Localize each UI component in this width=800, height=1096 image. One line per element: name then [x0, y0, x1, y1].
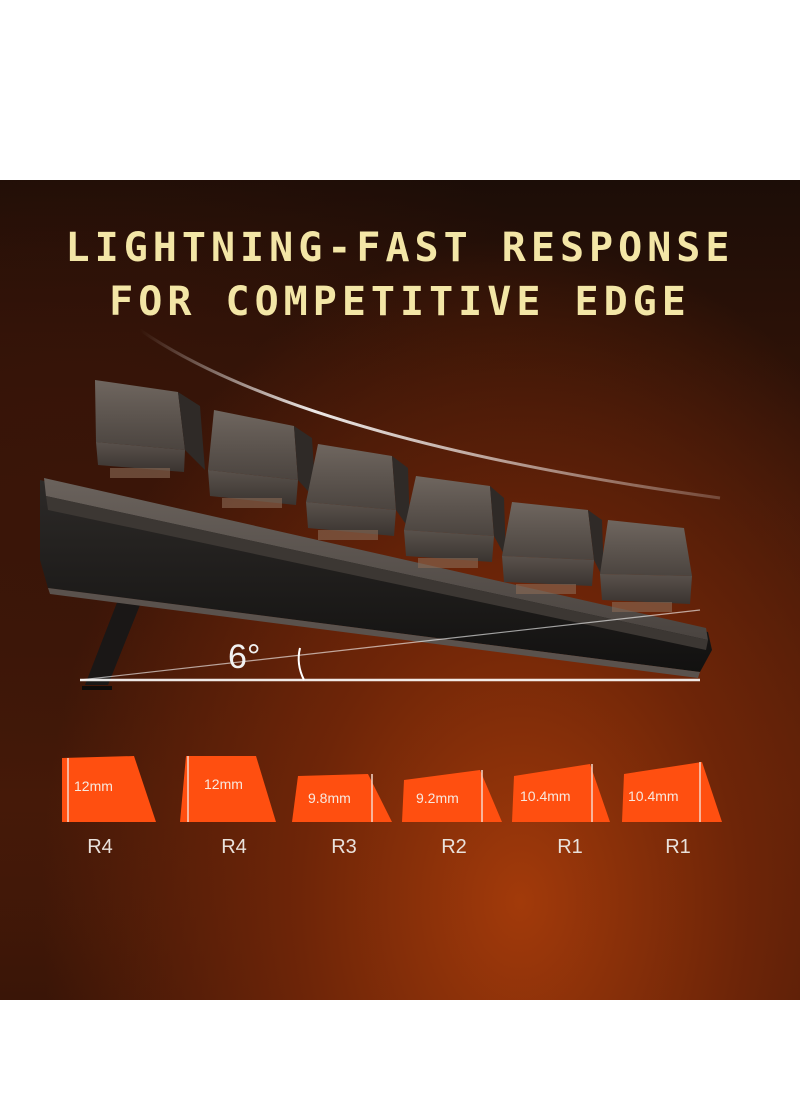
keycap-profile-1: 12mm R4 — [62, 750, 182, 870]
keycap-profile-shape — [402, 770, 502, 822]
keycap-1 — [95, 380, 205, 472]
keyboard-side-illustration — [40, 328, 721, 690]
keycap-row-label: R4 — [87, 836, 113, 858]
keycap-profile-2: 12mm R4 — [180, 750, 300, 870]
keycap-height-label: 9.2mm — [416, 790, 459, 806]
headline-line-2: FOR COMPETITIVE EDGE — [109, 279, 691, 325]
angle-arc — [297, 647, 305, 681]
keycap-height-label: 12mm — [204, 776, 243, 792]
keycap-profile-shape — [62, 756, 156, 822]
keycap-6 — [600, 520, 692, 604]
keycap-profile-shape — [180, 756, 276, 822]
keycap-profile-shape — [512, 764, 610, 822]
keycap-row-label: R3 — [331, 836, 357, 858]
keycap-height-label: 10.4mm — [628, 788, 679, 804]
kickstand-leg — [85, 600, 140, 685]
incline-line — [79, 609, 701, 681]
product-banner: LIGHTNING-FAST RESPONSE FOR COMPETITIVE … — [0, 180, 800, 1000]
keycap-4 — [404, 476, 506, 562]
keycap-profile-5: 10.4mm R1 — [512, 750, 632, 870]
keycap-profile-shape — [292, 774, 392, 822]
keycap-profile-4: 9.2mm R2 — [402, 750, 522, 870]
tilt-angle-label: 6° — [228, 638, 261, 676]
headline-line-1: LIGHTNING-FAST RESPONSE — [65, 225, 735, 271]
keycap-row-label: R1 — [557, 836, 583, 858]
keyboard-top-rim — [44, 478, 708, 640]
keycap-2 — [208, 410, 316, 505]
keycap-profile-6: 10.4mm R1 — [622, 750, 742, 870]
keycap-row-label: R1 — [665, 836, 691, 858]
keycap-profile-3: 9.8mm R3 — [292, 750, 412, 870]
keycap-height-label: 10.4mm — [520, 788, 571, 804]
keycap-5 — [502, 502, 604, 586]
keycap-profile-shape — [622, 762, 722, 822]
keycap-row-label: R4 — [221, 836, 247, 858]
keycap-3 — [306, 444, 410, 536]
keycap-profile-legend: 12mm R4 12mm R4 9.8mm R3 9.2mm — [0, 750, 800, 870]
keycap-height-label: 12mm — [74, 778, 113, 794]
keycap-height-label: 9.8mm — [308, 790, 351, 806]
keycap-row-label: R2 — [441, 836, 467, 858]
arc-line — [139, 328, 721, 500]
